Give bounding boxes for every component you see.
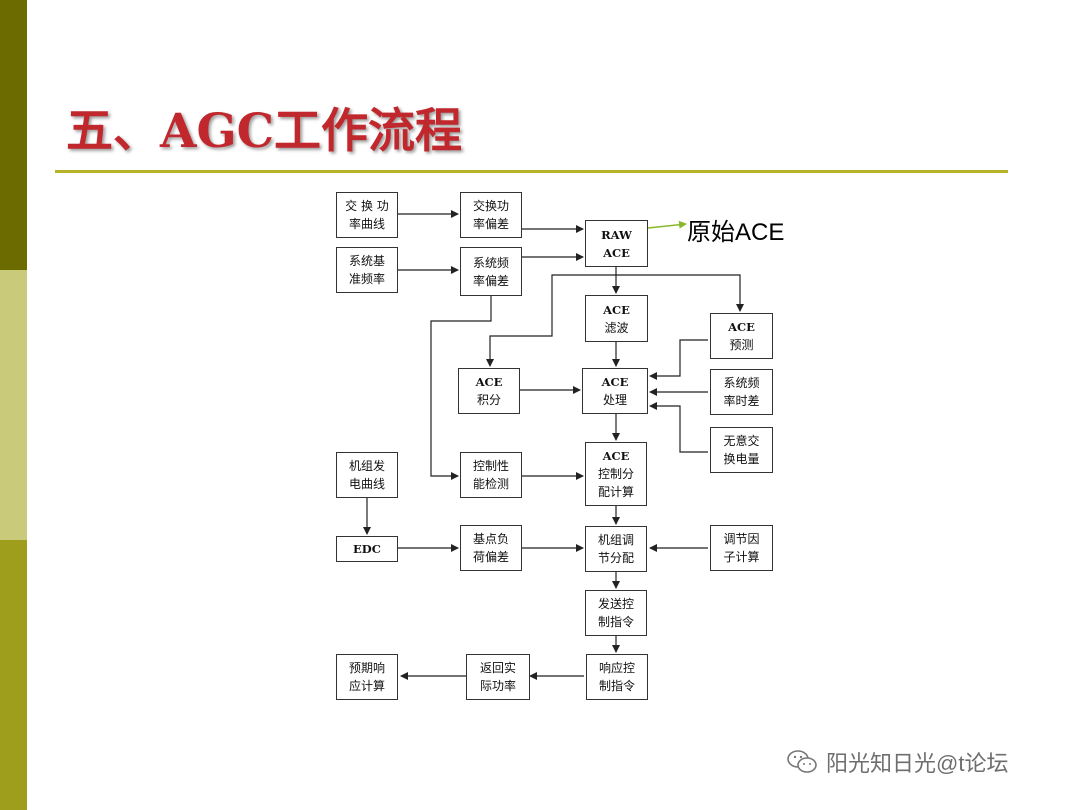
box-ace-control-allocation: ACE 控制分 配计算 [585,442,647,506]
title-rule [55,170,1008,173]
box-base-load-deviation: 基点负 荷偏差 [460,525,522,571]
box-line: 率偏差 [472,273,509,288]
box-raw-ace: RAW ACE [585,220,648,267]
box-line: 基点负 [472,532,509,546]
box-line: 系统频 [723,376,760,390]
box-line: 无意交 [723,434,760,448]
box-exchange-power-deviation: 交换功 率偏差 [460,192,522,238]
edge-unintended-to-process [649,402,708,453]
box-regulation-factor: 调节因 子计算 [710,525,773,571]
box-line: 制指令 [597,615,634,629]
box-control-performance-check: 控制性 能检测 [460,452,522,498]
box-line: 发送控 [597,597,634,611]
box-line: 率曲线 [348,217,385,231]
box-line: 交换功 [472,199,509,213]
box-line: 际功率 [479,679,516,693]
slide-title: 五、AGC工作流程 [66,104,463,159]
box-line: ACE [603,245,630,260]
box-line: 机组调 [597,533,634,547]
box-line: 返回实 [479,661,516,675]
box-line: 准频率 [348,272,385,286]
box-line: 制指令 [598,679,635,693]
box-line: 率时差 [723,394,760,408]
box-response-control-command: 响应控 制指令 [586,654,648,700]
box-line: 配计算 [597,485,634,499]
box-line: 子计算 [723,550,760,564]
box-line: 率偏差 [472,217,509,231]
box-line: 积分 [476,393,501,407]
side-strip-top [0,0,27,270]
box-line: ACE [728,320,755,334]
edge-raw-to-integral [486,274,616,367]
box-line: 调节因 [723,532,760,546]
raw-ace-annotation: 原始ACE [687,219,785,246]
box-ace-process: ACE 处理 [582,368,648,414]
box-line: 机组发 [348,459,385,473]
box-ace-integral: ACE 积分 [458,368,520,414]
box-return-actual-power: 返回实 际功率 [466,654,530,700]
box-unit-generation-curve: 机组发 电曲线 [336,452,398,498]
edge-predict-to-process [649,339,708,380]
box-line: ACE [601,375,629,389]
side-strip-bottom [0,540,27,810]
box-ace-filter: ACE 滤波 [585,295,648,342]
box-line: 滤波 [604,320,629,335]
box-line: 应计算 [348,679,385,693]
box-expected-response: 预期响 应计算 [336,654,398,700]
box-line: EDC [353,542,381,556]
box-line: 电曲线 [348,477,385,491]
box-send-control-command: 发送控 制指令 [585,590,647,636]
box-system-base-frequency: 系统基 准频率 [336,247,398,293]
box-exchange-power-curve: 交 换 功 率曲线 [336,192,398,238]
box-line: 预期响 [348,661,385,675]
box-line: 系统基 [348,254,385,268]
box-line: 处理 [602,393,627,407]
box-edc: EDC [336,536,398,562]
box-system-frequency-time-diff: 系统频 率时差 [710,369,773,415]
edge-raw-to-predict [615,267,744,312]
box-line: 节分配 [597,551,634,565]
box-line: ACE [602,449,630,463]
wechat-icon [787,750,817,773]
box-line: 控制性 [472,459,509,473]
box-line: 控制分 [597,467,634,481]
flowchart-area [330,183,778,711]
watermark-text: 阳光知日光@t论坛 [826,751,1009,776]
annotation-arrow [647,220,687,229]
box-line: 系统频 [472,255,509,270]
box-line: 预测 [729,338,754,352]
side-strip-middle [0,270,27,540]
box-line: ACE [603,302,630,317]
box-line: ACE [475,375,503,389]
box-ace-predict: ACE 预测 [710,313,773,359]
box-system-frequency-deviation: 系统频 率偏差 [460,247,522,296]
box-line: 响应控 [598,661,635,675]
box-line: RAW [601,227,632,242]
box-unintended-exchange: 无意交 换电量 [710,427,773,473]
box-line: 交 换 功 [345,199,389,213]
box-line: 换电量 [723,452,760,466]
box-line: 能检测 [472,477,509,491]
box-line: 荷偏差 [472,550,509,564]
edge-freq-dev-to-perf [430,296,492,480]
box-unit-regulation-allocation: 机组调 节分配 [585,526,647,572]
